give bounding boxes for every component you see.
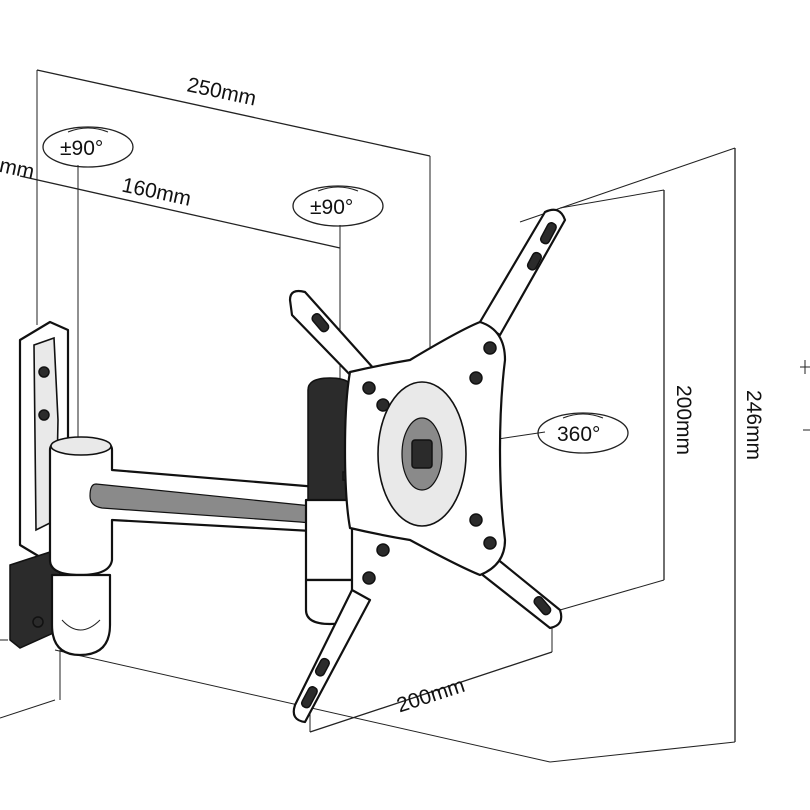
label-partial-left: mm [0,154,36,184]
dimension-lines [0,69,810,763]
vesa-plate [343,320,507,585]
swing-arm [48,436,344,657]
label-plate-rotation: 360° [557,423,600,446]
label-arm-swivel: ±90° [310,196,353,219]
label-wall-swivel: ±90° [60,137,103,160]
vesa-arms [288,208,567,724]
label-vesa-height: 200mm [672,385,695,455]
label-vesa-width: 200mm [394,674,468,718]
rotation-bubbles [42,126,629,454]
label-arm-length: 160mm [120,174,193,211]
label-plate-height: 246mm [742,390,765,460]
